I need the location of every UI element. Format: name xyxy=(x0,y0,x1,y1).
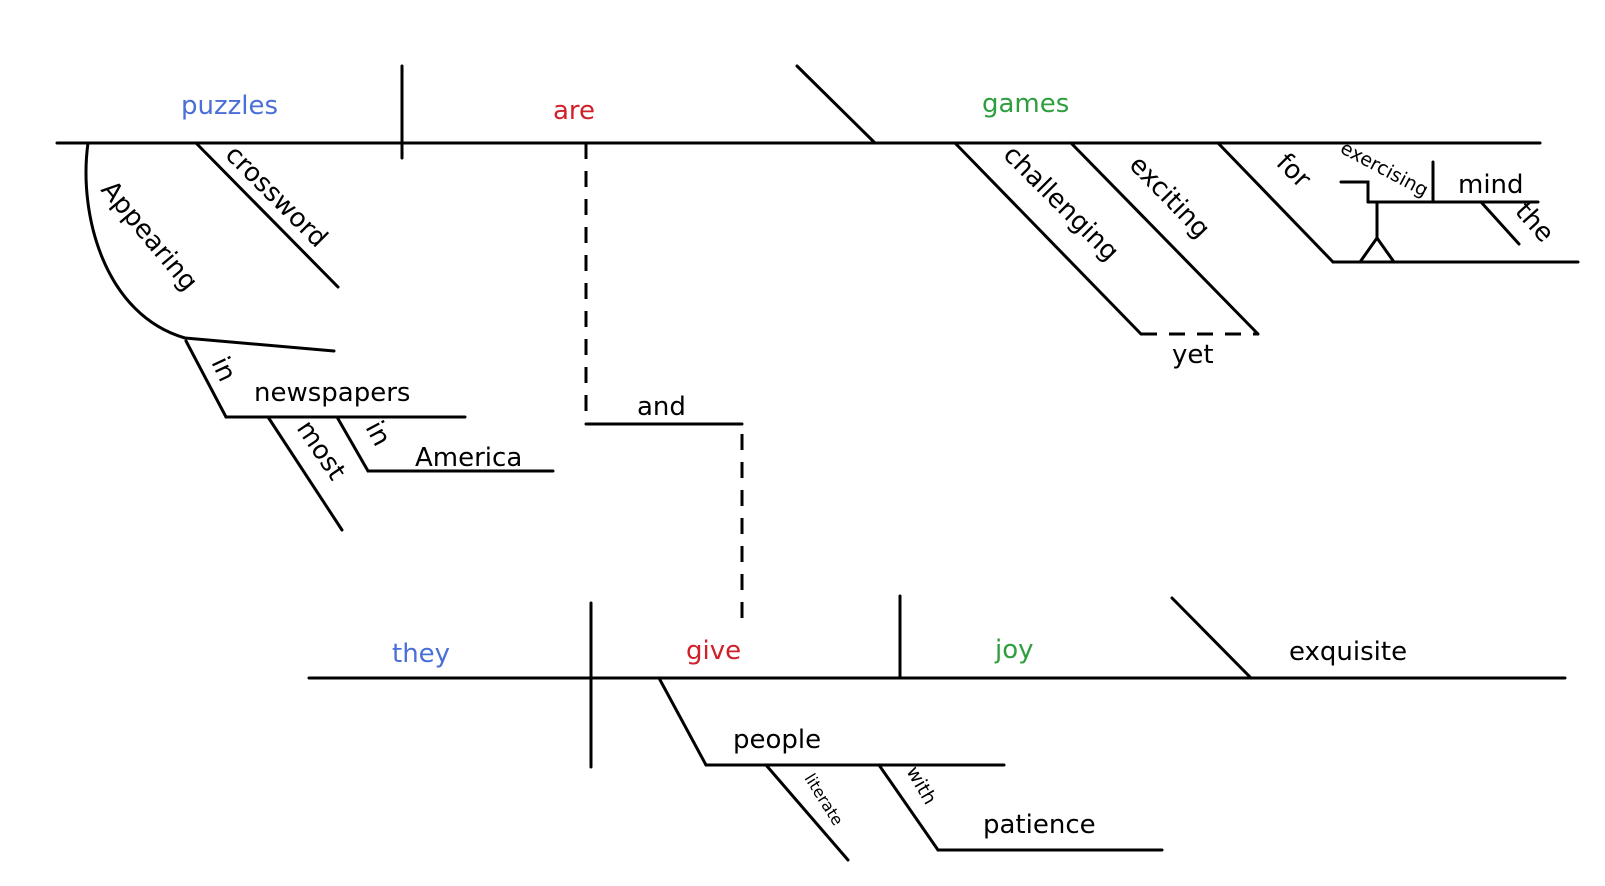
object-joy: joy xyxy=(994,635,1034,665)
prep-with: with xyxy=(902,763,941,809)
modifier-line-challenging xyxy=(953,141,1143,336)
gerund-object-mind: mind xyxy=(1458,170,1524,200)
complement-word: games xyxy=(982,89,1069,119)
object-complement-divider xyxy=(1170,596,1253,680)
gerund-exercising: exercising xyxy=(1337,137,1432,202)
participle-curve xyxy=(84,141,187,340)
participle-line xyxy=(183,336,336,353)
modifier-line-most xyxy=(266,415,344,532)
indirect-object-people: people xyxy=(733,725,821,755)
subject-they: they xyxy=(392,639,450,669)
modifier-line-the xyxy=(1479,200,1521,246)
object-patience: patience xyxy=(983,810,1096,840)
gerund-step xyxy=(1339,180,1370,204)
preposition-line-with xyxy=(877,763,940,852)
preposition-line-in-2 xyxy=(335,415,370,473)
prep-for: for xyxy=(1270,148,1317,195)
modifier-challenging: challenging xyxy=(997,140,1125,268)
preposition-line-for xyxy=(1216,141,1335,264)
modifier-line-crossword xyxy=(194,141,340,289)
complement-divider xyxy=(795,64,877,145)
prep-in-1: in xyxy=(205,352,242,386)
modifier-exciting: exciting xyxy=(1123,150,1216,244)
verb-give: give xyxy=(686,636,741,666)
modifier-line-literate xyxy=(764,763,850,862)
prep-in-2: in xyxy=(359,416,397,451)
indirect-object-slant xyxy=(657,676,708,767)
modifier-crossword: crossword xyxy=(219,140,333,254)
modifier-line-exciting xyxy=(1069,141,1260,336)
subject-word: puzzles xyxy=(181,91,278,121)
verb-word: are xyxy=(553,96,595,126)
pedestal-legs xyxy=(1358,235,1396,264)
modifier-literate: literate xyxy=(801,770,848,829)
object-newspapers: newspapers xyxy=(254,378,410,408)
modifier-exquisite: exquisite xyxy=(1289,637,1407,667)
conjunction-yet: yet xyxy=(1172,340,1214,370)
preposition-line-in xyxy=(184,339,228,419)
conjunction-and: and xyxy=(637,392,686,422)
object-america: America xyxy=(415,443,522,473)
